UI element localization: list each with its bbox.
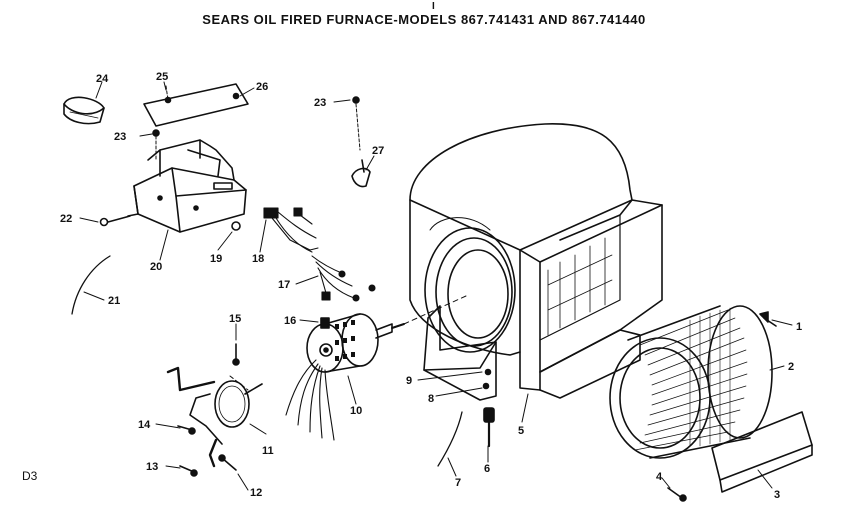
screw-22	[99, 215, 131, 227]
motor-leads	[285, 359, 335, 441]
callout-10: 10	[350, 405, 362, 417]
callout-14: 14	[138, 419, 151, 431]
callout-23-right: 23	[314, 97, 326, 109]
spring-clip-7	[437, 411, 463, 467]
screw-4	[667, 487, 687, 502]
motor-mount-bracket	[423, 305, 497, 401]
page-title: SEARS OIL FIRED FURNACE-MODELS 867.74143…	[202, 12, 646, 27]
callout-6: 6	[484, 463, 490, 475]
callout-4: 4	[656, 471, 663, 483]
callout-labels: 1 2 3 4 5 6 7 8 9 10 11 12 13 14 15 16 1…	[22, 71, 802, 501]
callout-27: 27	[372, 145, 384, 157]
callout-7: 7	[455, 477, 461, 489]
wiring-harness	[263, 207, 376, 302]
wire-nut-16	[320, 317, 330, 329]
callout-17: 17	[278, 279, 290, 291]
screw-1	[759, 311, 777, 327]
callout-26: 26	[256, 81, 268, 93]
leader-lines	[79, 81, 793, 491]
callout-8: 8	[428, 393, 434, 405]
control-box	[127, 139, 247, 233]
screw-14	[177, 425, 196, 435]
diagram-code: D3	[22, 469, 38, 483]
screw-23-switch	[352, 96, 361, 151]
callout-1: 1	[796, 321, 802, 333]
callout-25: 25	[156, 71, 168, 83]
screw-23-box	[152, 129, 160, 161]
callout-9: 9	[406, 375, 412, 387]
screw-12	[218, 454, 237, 471]
motor-mount-ring	[189, 375, 263, 445]
blower-wheel	[609, 305, 773, 459]
callout-21: 21	[108, 295, 120, 307]
switch-27	[351, 159, 371, 188]
callout-19: 19	[210, 253, 222, 265]
control-box-cover	[143, 83, 249, 127]
bottom-panel	[711, 411, 813, 493]
callout-13: 13	[146, 461, 158, 473]
callout-18: 18	[252, 253, 264, 265]
callout-2: 2	[788, 361, 794, 373]
relay-24	[63, 96, 105, 125]
callout-22: 22	[60, 213, 72, 225]
grommet-19	[231, 221, 241, 231]
mounting-bolt-6	[483, 407, 495, 448]
callout-3: 3	[774, 489, 780, 501]
blower-housing	[409, 123, 663, 399]
callout-24: 24	[96, 73, 109, 85]
callout-5: 5	[518, 425, 524, 437]
callout-16: 16	[284, 315, 296, 327]
screw-15	[232, 343, 240, 366]
motor-support-arm	[166, 366, 218, 468]
wire-clip-21	[71, 255, 111, 315]
screw-25	[165, 85, 169, 101]
title-tick-mark: I	[432, 1, 435, 12]
screw-13	[179, 465, 198, 477]
callout-12: 12	[250, 487, 262, 499]
callout-23-left: 23	[114, 131, 126, 143]
callout-15: 15	[229, 313, 241, 325]
callout-11: 11	[262, 445, 274, 457]
shaft-alignment-line	[403, 295, 467, 325]
callout-20: 20	[150, 261, 162, 273]
